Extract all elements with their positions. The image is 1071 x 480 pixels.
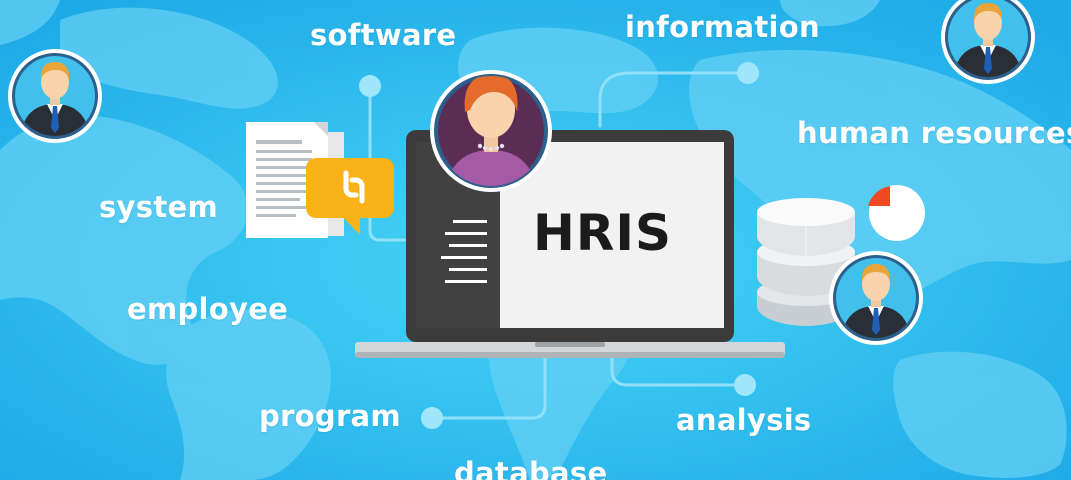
connector-dots — [359, 62, 759, 429]
label-human-resources: human resources — [797, 116, 1071, 150]
woman-avatar-icon — [430, 70, 552, 192]
label-system: system — [99, 190, 218, 224]
label-program: program — [259, 399, 401, 433]
man-avatar-icon — [8, 49, 102, 143]
laptop-icon — [355, 130, 785, 358]
man-avatar-icon — [829, 251, 923, 345]
label-database: database — [454, 456, 608, 480]
label-analysis: analysis — [676, 403, 812, 437]
pie-chart-icon — [868, 185, 925, 241]
connector-lines — [368, 71, 747, 420]
man-avatar-icon — [941, 0, 1035, 84]
label-software: software — [310, 18, 457, 52]
label-employee: employee — [127, 292, 289, 326]
screen-title: HRIS — [533, 204, 672, 262]
database-icon — [757, 198, 855, 326]
chat-bubble-icon — [306, 158, 394, 235]
label-information: information — [625, 10, 820, 44]
